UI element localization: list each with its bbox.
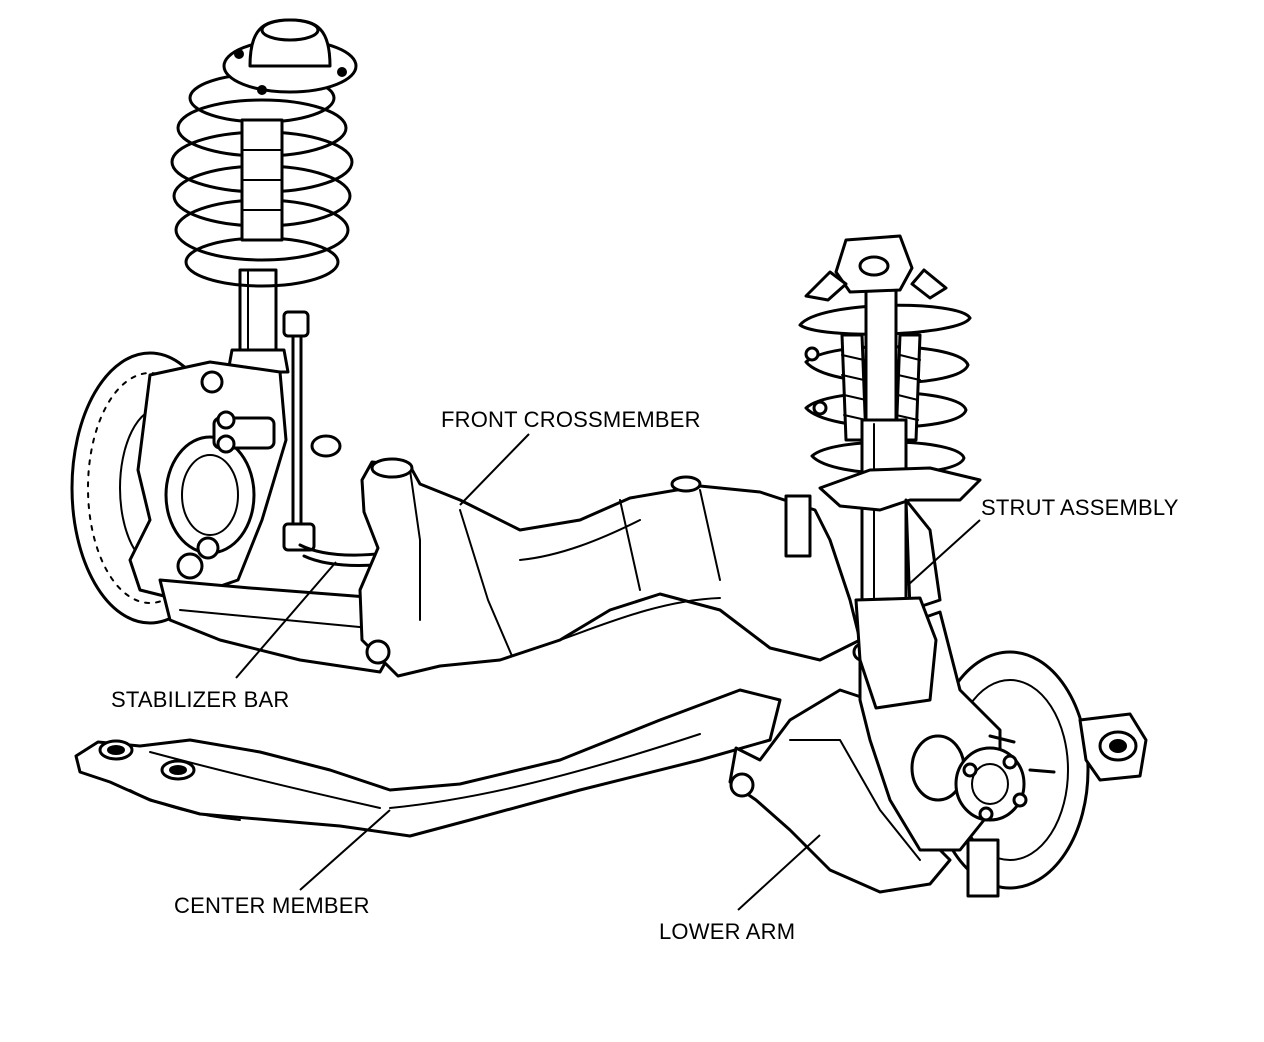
left-strut-spring: [170, 18, 358, 382]
label-stabilizer-bar: STABILIZER BAR: [111, 687, 290, 712]
right-mount-bushing: [1078, 712, 1148, 782]
label-front-crossmember: FRONT CROSSMEMBER: [441, 407, 701, 432]
label-strut-assembly: STRUT ASSEMBLY: [981, 495, 1179, 520]
front-crossmember: [358, 457, 862, 678]
label-lower-arm: LOWER ARM: [659, 919, 796, 944]
stabilizer-link: [282, 310, 316, 552]
center-member: [74, 688, 782, 838]
label-center-member: CENTER MEMBER: [174, 893, 370, 918]
leader-lower-arm: [737, 834, 821, 911]
leader-front-crossmember: [459, 433, 530, 506]
leader-stabilizer-bar: [235, 561, 337, 679]
leader-strut-assembly: [907, 519, 981, 586]
left-lower-frame: [158, 578, 400, 674]
leader-center-member: [299, 809, 391, 891]
left-knuckle: [128, 360, 288, 602]
right-strut-assembly: [798, 234, 982, 710]
